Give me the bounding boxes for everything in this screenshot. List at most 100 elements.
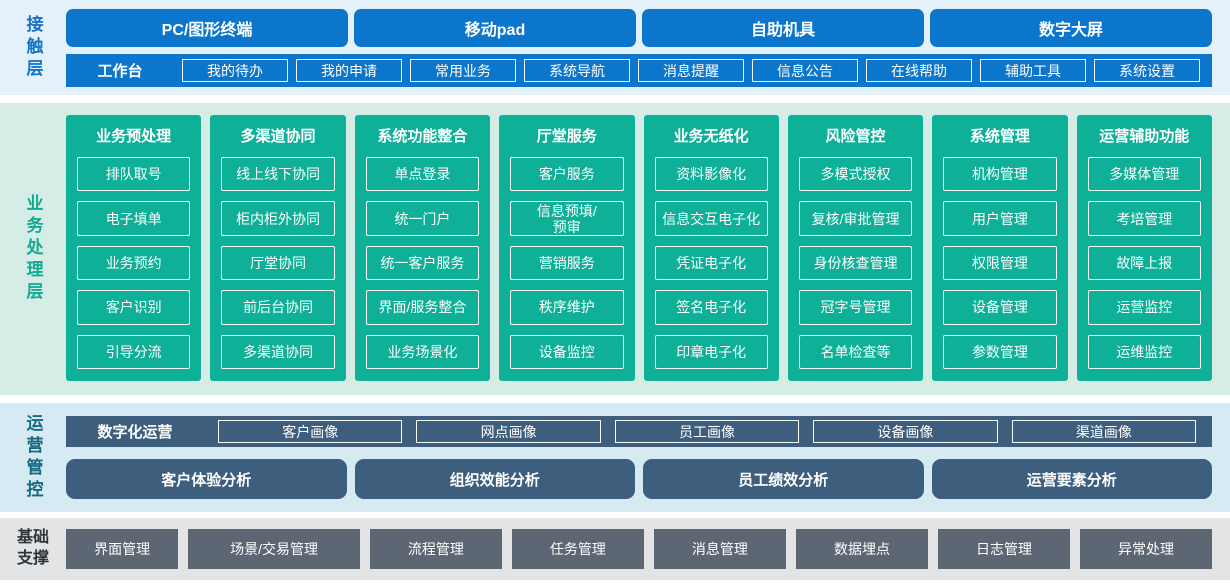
business-item: 运维监控 — [1087, 334, 1201, 370]
column-system-management: 系统管理 机构管理 用户管理 权限管理 设备管理 参数管理 — [932, 115, 1068, 381]
foundation-layer-label: 基础 支撑 — [16, 529, 49, 567]
business-layer-label: 业务处理层 — [23, 194, 43, 304]
analysis-organization-efficiency: 组织效能分析 — [354, 459, 635, 499]
business-item: 秩序维护 — [510, 290, 624, 325]
terminal-mobile-pad: 移动pad — [354, 9, 636, 47]
column-items: 单点登录 统一门户 统一客户服务 界面/服务整合 业务场景化 — [365, 157, 480, 370]
foundation-items: 界面管理 场景/交易管理 流程管理 任务管理 消息管理 数据埋点 日志管理 异常… — [66, 529, 1230, 569]
business-item: 权限管理 — [943, 245, 1057, 281]
workbench-item-system-navigation: 系统导航 — [524, 59, 630, 82]
business-item: 名单检查等 — [798, 334, 913, 370]
business-item: 信息预填/ 预审 — [510, 201, 624, 236]
contact-layer: 接触层 PC/图形终端 移动pad 自助机具 数字大屏 工作台 我的待办 我的申… — [0, 0, 1230, 95]
business-item: 参数管理 — [943, 334, 1057, 370]
operations-control-layer: 运营管控 数字化运营 客户画像 网点画像 员工画像 设备画像 渠道画像 客户体验… — [0, 403, 1230, 512]
column-hall-service: 厅堂服务 客户服务 信息预填/ 预审 营销服务 秩序维护 设备监控 — [499, 115, 635, 381]
business-item: 业务场景化 — [365, 334, 480, 370]
column-business-preprocessing: 业务预处理 排队取号 电子填单 业务预约 客户识别 引导分流 — [66, 115, 202, 381]
business-item: 界面/服务整合 — [365, 290, 480, 325]
business-item: 运营监控 — [1087, 290, 1201, 325]
column-title: 系统管理 — [969, 128, 1030, 145]
business-item: 复核/审批管理 — [798, 201, 913, 236]
analysis-customer-experience: 客户体验分析 — [66, 459, 347, 499]
analysis-row: 客户体验分析 组织效能分析 员工绩效分析 运营要素分析 — [66, 459, 1212, 499]
workbench-item-common-business: 常用业务 — [410, 59, 516, 82]
portrait-branch: 网点画像 — [416, 420, 601, 443]
business-item: 客户识别 — [77, 290, 191, 325]
foundation-scene-transaction-management: 场景/交易管理 — [188, 529, 360, 569]
business-item: 统一客户服务 — [365, 245, 480, 281]
portrait-customer: 客户画像 — [218, 420, 403, 443]
column-system-function-integration: 系统功能整合 单点登录 统一门户 统一客户服务 界面/服务整合 业务场景化 — [354, 115, 491, 381]
business-item: 电子填单 — [77, 201, 191, 236]
column-items: 客户服务 信息预填/ 预审 营销服务 秩序维护 设备监控 — [510, 157, 624, 370]
digital-operations-label: 数字化运营 — [97, 424, 173, 441]
foundation-interface-management: 界面管理 — [66, 529, 179, 569]
column-multi-channel-collaboration: 多渠道协同 线上线下协同 柜内柜外协同 厅堂协同 前后台协同 多渠道协同 — [210, 115, 346, 381]
foundation-exception-handling: 异常处理 — [1080, 529, 1213, 569]
column-title: 运营辅助功能 — [1099, 128, 1190, 145]
business-columns: 业务预处理 排队取号 电子填单 业务预约 客户识别 引导分流 多渠道协同 线上线… — [66, 103, 1230, 395]
column-items: 多模式授权 复核/审批管理 身份核查管理 冠字号管理 名单检查等 — [798, 157, 913, 370]
terminal-pc-graphics: PC/图形终端 — [66, 9, 348, 47]
contact-layer-body: PC/图形终端 移动pad 自助机具 数字大屏 工作台 我的待办 我的申请 常用… — [66, 0, 1230, 95]
analysis-operation-elements: 运营要素分析 — [931, 459, 1212, 499]
business-item: 多渠道协同 — [221, 334, 335, 370]
business-processing-layer: 业务处理层 业务预处理 排队取号 电子填单 业务预约 客户识别 引导分流 多渠道… — [0, 103, 1230, 395]
business-item: 引导分流 — [77, 334, 191, 370]
foundation-log-management: 日志管理 — [937, 529, 1070, 569]
column-items: 资料影像化 信息交互电子化 凭证电子化 签名电子化 印章电子化 — [654, 157, 768, 370]
business-item: 身份核查管理 — [798, 245, 913, 281]
column-title: 系统功能整合 — [377, 128, 468, 145]
business-item: 故障上报 — [1087, 245, 1201, 281]
column-items: 机构管理 用户管理 权限管理 设备管理 参数管理 — [943, 157, 1057, 370]
business-item: 考培管理 — [1087, 201, 1201, 236]
workbench-item-my-application: 我的申请 — [296, 59, 402, 82]
column-risk-control: 风险管控 多模式授权 复核/审批管理 身份核查管理 冠字号管理 名单检查等 — [787, 115, 924, 381]
column-title: 风险管控 — [825, 128, 886, 145]
operations-layer-body: 数字化运营 客户画像 网点画像 员工画像 设备画像 渠道画像 客户体验分析 组织… — [66, 403, 1230, 512]
foundation-message-management: 消息管理 — [653, 529, 786, 569]
portrait-employee: 员工画像 — [614, 420, 800, 443]
business-item: 厅堂协同 — [221, 245, 335, 281]
column-title: 多渠道协同 — [240, 128, 316, 145]
business-item: 签名电子化 — [654, 290, 768, 325]
business-item: 设备监控 — [510, 334, 624, 370]
column-items: 线上线下协同 柜内柜外协同 厅堂协同 前后台协同 多渠道协同 — [221, 157, 335, 370]
business-item: 凭证电子化 — [654, 245, 768, 281]
portrait-channel: 渠道画像 — [1011, 420, 1197, 443]
business-item: 印章电子化 — [654, 334, 768, 370]
business-item: 前后台协同 — [221, 290, 335, 325]
analysis-employee-performance: 员工绩效分析 — [643, 459, 924, 499]
business-item: 资料影像化 — [654, 157, 768, 192]
column-operation-auxiliary-functions: 运营辅助功能 多媒体管理 考培管理 故障上报 运营监控 运维监控 — [1076, 115, 1212, 381]
operations-layer-label: 运营管控 — [23, 413, 43, 502]
business-item: 用户管理 — [943, 201, 1057, 236]
terminal-digital-screen: 数字大屏 — [930, 9, 1212, 47]
column-items: 多媒体管理 考培管理 故障上报 运营监控 运维监控 — [1087, 157, 1201, 370]
business-item: 信息交互电子化 — [654, 201, 768, 236]
workbench-item-message-reminder: 消息提醒 — [638, 59, 744, 82]
business-item: 线上线下协同 — [221, 157, 335, 192]
workbench-item-online-help: 在线帮助 — [866, 59, 972, 82]
workbench-item-info-announcement: 信息公告 — [752, 59, 858, 82]
column-items: 排队取号 电子填单 业务预约 客户识别 引导分流 — [77, 157, 191, 370]
business-item: 多媒体管理 — [1087, 157, 1201, 192]
workbench-item-auxiliary-tools: 辅助工具 — [980, 59, 1086, 82]
workbench-item-my-todo: 我的待办 — [182, 59, 288, 82]
workbench-item-system-settings: 系统设置 — [1094, 59, 1200, 82]
foundation-task-management: 任务管理 — [511, 529, 644, 569]
column-title: 厅堂服务 — [536, 128, 597, 145]
business-item: 冠字号管理 — [798, 290, 913, 325]
business-item: 多模式授权 — [798, 157, 913, 192]
workbench-bar: 工作台 我的待办 我的申请 常用业务 系统导航 消息提醒 信息公告 在线帮助 辅… — [66, 54, 1212, 87]
column-paperless-business: 业务无纸化 资料影像化 信息交互电子化 凭证电子化 签名电子化 印章电子化 — [643, 115, 779, 381]
foundation-process-management: 流程管理 — [369, 529, 502, 569]
contact-layer-label: 接触层 — [23, 14, 43, 81]
business-item: 单点登录 — [365, 157, 480, 192]
column-title: 业务预处理 — [96, 128, 172, 145]
column-title: 业务无纸化 — [673, 128, 749, 145]
business-item: 业务预约 — [77, 245, 191, 281]
business-item: 营销服务 — [510, 245, 624, 281]
